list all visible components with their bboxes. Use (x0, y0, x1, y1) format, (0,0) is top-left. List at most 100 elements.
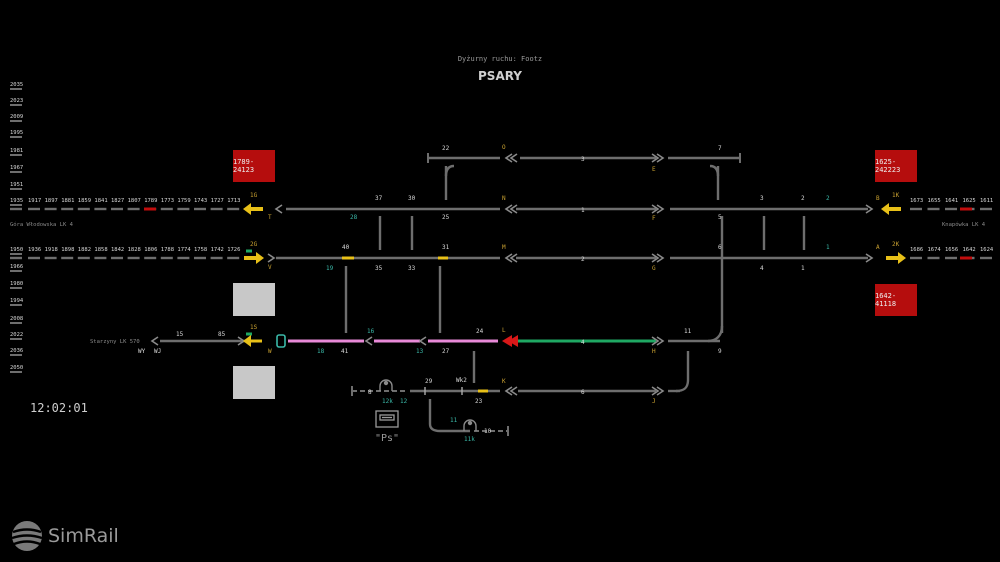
block-lower-left-label: 1742 (211, 247, 224, 253)
train-box-1625[interactable]: 1625-242223 (875, 150, 917, 182)
block-upper-left-label: 1859 (78, 198, 91, 204)
signal-label-v: V (268, 264, 272, 271)
chevron-e (651, 153, 665, 163)
train-box-1789[interactable]: 1789-24123 (233, 150, 275, 182)
switch-27: 27 (442, 348, 450, 355)
derailer-11k[interactable] (463, 419, 477, 431)
chevron-18 (364, 336, 373, 346)
signal-1g-head[interactable] (243, 203, 251, 215)
line-label-starzyny: Starzyny LK 570 (90, 339, 140, 345)
signal-2k-head[interactable] (898, 252, 906, 264)
block-lower-left-label: 1788 (161, 247, 174, 253)
signal-label-b: B (876, 195, 880, 202)
chevron-27 (418, 336, 427, 346)
signal-label-g: G (652, 265, 656, 272)
chevron-h (651, 336, 665, 346)
grey-panel-upper[interactable] (233, 283, 275, 316)
timeline-label: 1995 (10, 130, 23, 136)
signal-label-j: J (652, 398, 656, 405)
track-6-curve[interactable] (675, 351, 690, 393)
switch-16: 16 (367, 328, 375, 335)
track-label-1: 1 (581, 207, 585, 214)
block-lower-right-label: 1674 (928, 247, 942, 253)
timeline-label: 1966 (10, 264, 23, 270)
block-upper-left-label: 1773 (161, 198, 174, 204)
ps-label: "Ps" (375, 433, 399, 444)
block-upper-left-label: 1727 (211, 198, 224, 204)
switch-8: 8 (368, 389, 372, 396)
signal-label-m: M (502, 244, 506, 251)
simrail-logo: SimRail (10, 519, 119, 553)
signal-label-wj: WJ (154, 348, 161, 355)
switch-28: 28 (350, 214, 358, 221)
switch-11: 11 (684, 328, 692, 335)
switch-3: 3 (760, 195, 764, 202)
signal-label-1s: 1S (250, 324, 258, 331)
chevron-k (504, 386, 518, 396)
switch-2: 2 (801, 195, 805, 202)
signal-label-1g: 1G (250, 192, 258, 199)
block-lower-left-label: 1918 (45, 247, 58, 253)
timeline-label: 2008 (10, 316, 23, 322)
signal-label-e: E (652, 166, 656, 173)
switch-30: 30 (408, 195, 416, 202)
block-upper-left-label: 1827 (111, 198, 124, 204)
block-lower-left-label: 1774 (177, 247, 191, 253)
chevron-a (865, 253, 874, 263)
block-upper-right-label: 1673 (910, 198, 923, 204)
timeline-label: 2036 (10, 348, 23, 354)
derailer-12k[interactable] (379, 379, 393, 391)
train-box-1642[interactable]: 1642-41118 (875, 284, 917, 316)
simrail-logo-icon (11, 521, 43, 551)
switch-29: 29 (425, 378, 433, 385)
chevron-v (267, 253, 276, 263)
signal-label-a: A (876, 244, 880, 251)
timeline-scale: 2035202320091995198119671951193519501966… (10, 82, 24, 373)
block-lower-right-label: 1656 (945, 247, 958, 253)
block-upper-left-label: 1897 (45, 198, 58, 204)
signal-w-box[interactable] (276, 334, 286, 348)
track-label-4: 4 (581, 339, 585, 346)
switch-22: 22 (442, 145, 450, 152)
block-lower-left-label: 1898 (61, 247, 74, 253)
block-upper-left-label: 1807 (128, 198, 141, 204)
switch-12: 12 (400, 398, 408, 405)
block-lower-left-label: 1842 (111, 247, 124, 253)
switch-19: 19 (326, 265, 334, 272)
signal-1s-head[interactable] (243, 335, 251, 347)
switch-4: 4 (760, 265, 764, 272)
switch-41: 41 (341, 348, 349, 355)
ps-panel-icon[interactable] (375, 410, 399, 428)
block-upper-left-label: 1743 (194, 198, 207, 204)
switch-1: 1 (801, 265, 805, 272)
chevron-b (865, 204, 874, 214)
track-label-2: 2 (581, 256, 585, 263)
switch-11-siding: 11 (450, 417, 458, 424)
signal-1k-head[interactable] (881, 203, 889, 215)
chevron-wy (150, 336, 159, 346)
block-lower-left-label: 1726 (227, 247, 240, 253)
chevron-t (274, 204, 283, 214)
chevron-g (651, 253, 665, 263)
timeline-label: 2009 (10, 114, 23, 120)
switch-40: 40 (342, 244, 350, 251)
signal-l-head[interactable] (502, 335, 512, 347)
siding-11-curve[interactable] (428, 399, 470, 433)
block-lower-left-label: 1758 (194, 247, 207, 253)
signal-2g-head[interactable] (256, 252, 264, 264)
signal-label-n: N (502, 195, 506, 202)
switch-10: 10 (484, 428, 492, 435)
dispatcher-name: Dyżurny ruchu: Footz (457, 55, 543, 63)
switch-18: 18 (317, 348, 325, 355)
signal-label-2k: 2K (892, 241, 900, 248)
signal-label-wy: WY (138, 348, 146, 355)
switch-6: 6 (718, 244, 722, 251)
chevron-m (504, 253, 518, 263)
block-lower-right-label: 1624 (980, 247, 994, 253)
timeline-label: 2022 (10, 332, 23, 338)
line-label-right: Knapówka LK 4 (942, 221, 986, 228)
grey-panel-lower[interactable] (233, 366, 275, 399)
signal-label-2g: 2G (250, 241, 258, 248)
block-lower-left-label: 1806 (144, 247, 157, 253)
chevron-o (504, 153, 518, 163)
